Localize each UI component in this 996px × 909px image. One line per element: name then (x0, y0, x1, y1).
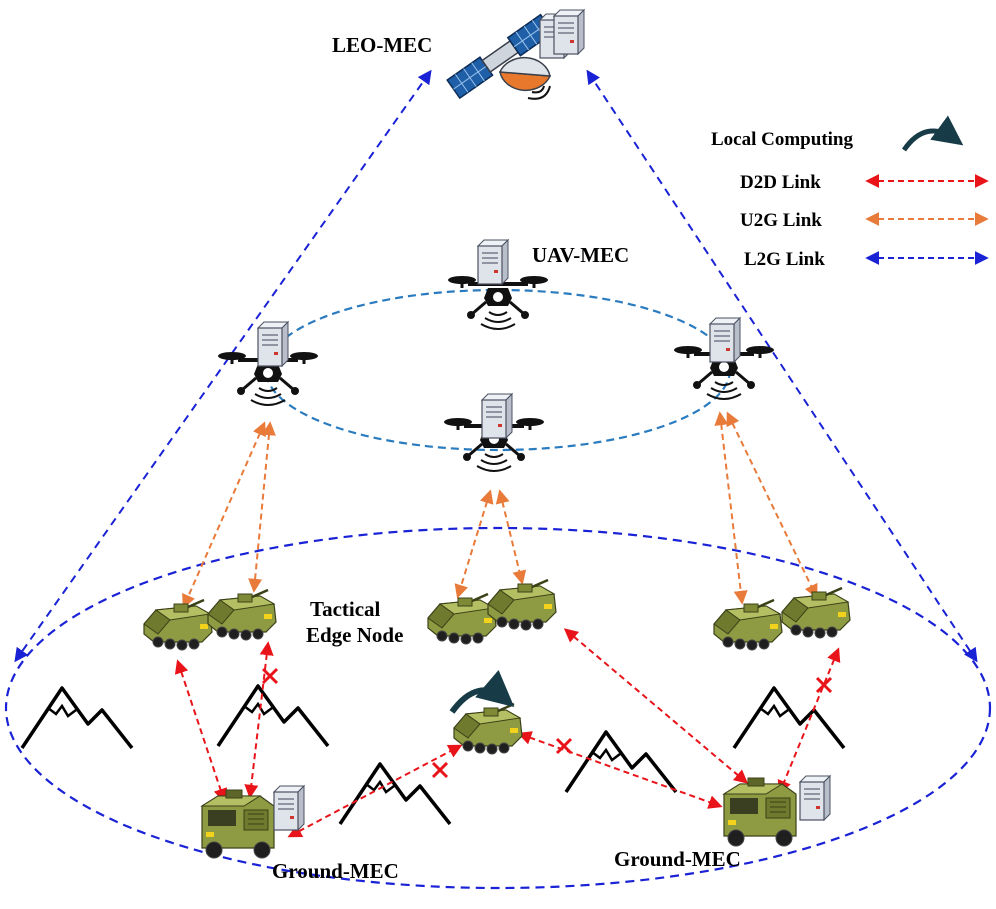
server-icon (257, 321, 289, 367)
leo-mec-label: LEO-MEC (332, 33, 432, 57)
tactical-label-line1: Tactical (310, 597, 381, 621)
u2g-links (182, 411, 818, 609)
ground-mec-right-label: Ground-MEC (614, 847, 741, 871)
l2g-link-left (14, 69, 432, 663)
mountain-icon (216, 684, 330, 748)
armored-vehicle-icon (206, 588, 278, 642)
legend-l2g: L2G Link (744, 249, 825, 270)
legend-u2g: U2G Link (740, 210, 822, 231)
legend: Local Computing D2D Link U2G Link L2G Li… (711, 115, 989, 270)
mountain-icon (338, 762, 452, 826)
ground-mec-left-label: Ground-MEC (272, 859, 399, 883)
server-icon (799, 775, 831, 821)
mountain-icon (732, 686, 846, 750)
armored-vehicle-icon (780, 586, 852, 640)
armored-vehicle-icon (486, 578, 558, 632)
military-truck-icon (201, 789, 275, 859)
blocked-link-x-icon (815, 676, 833, 694)
legend-local-computing: Local Computing (711, 129, 853, 150)
server-icon (540, 10, 584, 58)
server-icon (477, 239, 509, 285)
uav-mec-label: UAV-MEC (532, 243, 629, 267)
server-icon (709, 317, 741, 363)
blocked-link-x-icon (555, 737, 573, 755)
local-computing-arrow-icon (449, 669, 515, 714)
satellite-icon (446, 13, 555, 100)
armored-vehicle-icon (142, 598, 214, 652)
military-truck-icon (723, 777, 797, 847)
server-icon (273, 785, 305, 831)
blocked-link-x-icon (431, 761, 449, 779)
tactical-label-line2: Edge Node (306, 623, 403, 647)
mountain-icon (564, 730, 678, 794)
armored-vehicle-icon (712, 598, 784, 652)
l2g-link-right (586, 69, 978, 663)
server-icon (481, 393, 513, 439)
curved-arrow-icon (901, 115, 964, 152)
armored-vehicle-icon (426, 592, 498, 646)
armored-vehicle-icon (452, 702, 524, 756)
mountain-icon (20, 686, 134, 750)
legend-d2d: D2D Link (740, 172, 821, 193)
